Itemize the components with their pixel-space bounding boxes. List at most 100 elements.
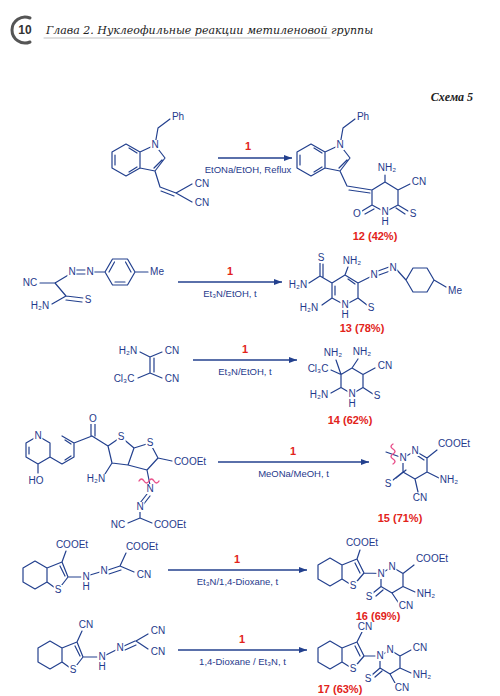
reagent-number: 1 [226, 266, 234, 277]
atom-label: S [365, 592, 374, 602]
atom-label: Ph [356, 112, 370, 122]
atom-label: S [349, 664, 358, 674]
atom-label: CN [194, 198, 210, 208]
compound-number: 17 (63%) [317, 684, 364, 695]
atom-label: H₂N [30, 301, 50, 311]
reaction-arrow [193, 359, 297, 360]
atom-label: S [69, 665, 78, 675]
atom-label: H [340, 310, 349, 320]
atom-label: N [347, 389, 356, 399]
page-header: Глава 2. Нуклеофильные реакции метиленов… [46, 24, 373, 37]
atom-label: H [97, 662, 106, 672]
atom-label: CN [150, 626, 166, 636]
atom-label: S [367, 303, 376, 313]
atom-label: H₂N [288, 280, 308, 290]
atom-label: COOEt [173, 457, 207, 467]
structure: NOSSHOH₂NCOOEtNNNCCOOEt [20, 410, 215, 535]
reaction-arrow [218, 461, 369, 462]
reagent-number: 1 [244, 141, 252, 152]
atom-label: Cl₃C [113, 374, 136, 384]
atom-label: N [150, 140, 159, 150]
atom-label: COOEt [153, 520, 187, 530]
compound-number: 16 (69%) [355, 611, 402, 622]
atom-label: S [84, 295, 93, 305]
atom-label: N [398, 453, 407, 463]
atom-label: COOEt [415, 554, 449, 564]
cut-mark [391, 444, 395, 464]
atom-label: NC [22, 278, 38, 288]
atom-label: NH₂ [342, 256, 362, 266]
page-number: 10 [17, 24, 32, 36]
bond-lines [386, 450, 439, 492]
atom-label: NH₂ [412, 670, 432, 680]
atom-label: NH₂ [352, 347, 372, 357]
structure: Cl₃CNH₂NH₂CNH₂NNHS14 (62%) [300, 342, 400, 426]
atom-label: COOEt [437, 439, 471, 449]
atom-label: CN [394, 683, 410, 693]
reaction-conditions: Et₃N/EtOH, t [217, 367, 273, 377]
atom-label: N [388, 263, 397, 273]
compound-number: 13 (78%) [339, 323, 386, 334]
bond-lines [318, 550, 415, 602]
structure: CNCNSNNNH₂SCN17 (63%) [310, 620, 445, 695]
header-rule [44, 38, 330, 39]
atom-label: COOEt [55, 540, 89, 550]
structure: COOEtCOOEtSNNNH₂SCN16 (69%) [310, 535, 460, 622]
atom-label: CN [412, 493, 428, 503]
atom-label: S [117, 432, 126, 442]
reaction-conditions: Et₃N/1,4-Dioxane, t [196, 577, 280, 587]
reaction-arrow [168, 569, 307, 570]
atom-label: CN [136, 570, 152, 580]
reagent-number: 1 [241, 344, 249, 355]
atom-label: CN [164, 346, 180, 356]
atom-label: N [335, 140, 344, 150]
structure: COOEtNNNH₂SCN15 (71%) [372, 432, 475, 525]
reaction-conditions: MeONa/MeOH, t [257, 469, 330, 479]
atom-label: N [385, 645, 394, 655]
bond-lines [23, 551, 134, 590]
atom-label: Me [149, 267, 165, 277]
atom-label: N [97, 652, 106, 662]
atom-label: N [410, 446, 419, 456]
structure: PhNNH₂CNONHS12 (42%) [295, 108, 440, 242]
atom-label: S [54, 585, 63, 595]
atom-label: CN [398, 601, 414, 611]
bond-lines [138, 352, 162, 378]
atom-label: N [81, 572, 90, 582]
atom-label: N [33, 431, 42, 441]
atom-label: N [375, 651, 384, 661]
atom-label: S [349, 581, 358, 591]
atom-label: CN [194, 179, 210, 189]
atom-label: N [135, 502, 144, 512]
atom-label: H₂N [118, 346, 138, 356]
structure: NC NN MeH₂N S [20, 248, 175, 315]
atom-label: N [67, 267, 76, 277]
atom-label: N [380, 207, 389, 217]
atom-label: H [380, 217, 389, 227]
atom-label: S [384, 479, 393, 489]
atom-label: S [373, 391, 382, 401]
bond-lines [26, 424, 172, 523]
atom-label: Ph [171, 112, 185, 122]
structure: H₂NCNCl₃CCN [110, 342, 190, 388]
atom-label: N [99, 566, 108, 576]
atom-label: N [369, 270, 378, 280]
atom-label: Cl₃C [307, 364, 330, 374]
atom-label: N [85, 267, 94, 277]
atom-label: HO [28, 476, 45, 486]
structure: PhN CN CN [105, 108, 215, 212]
atom-label: NH₂ [323, 348, 343, 358]
reaction-conditions: EtONa/EtOH, Reflux [204, 165, 293, 175]
atom-label: H₂N [299, 303, 319, 313]
atom-label: S [317, 253, 326, 263]
bond-lines [318, 632, 411, 683]
atom-label: N [376, 569, 385, 579]
bond-lines [40, 259, 148, 304]
bond-lines [38, 631, 148, 670]
reaction-arrow [218, 157, 292, 158]
reagent-number: 1 [233, 554, 241, 565]
atom-label: COOEt [345, 538, 379, 548]
atom-label: CN [411, 177, 427, 187]
cut-mark [139, 479, 159, 483]
